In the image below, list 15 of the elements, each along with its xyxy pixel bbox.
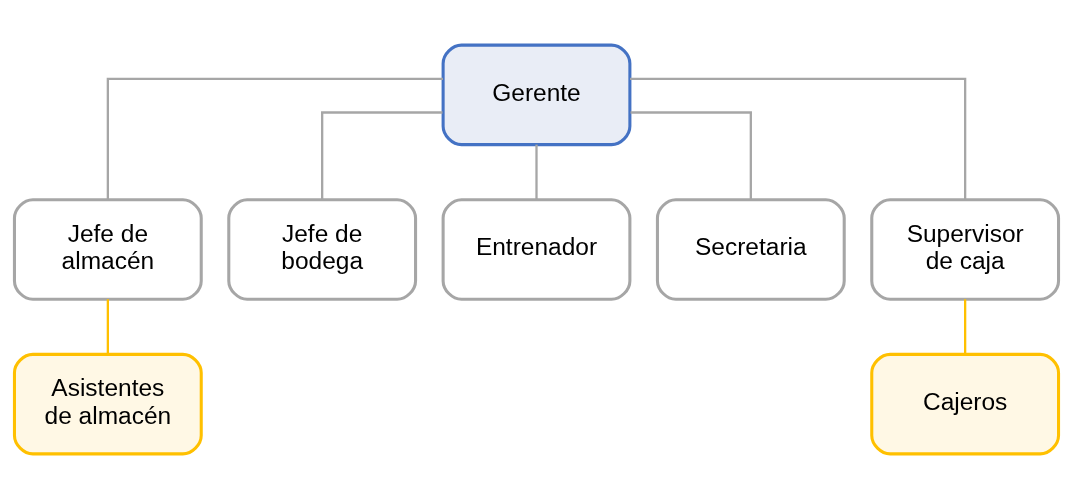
node-box: Secretaria — [655, 197, 846, 301]
connector — [106, 298, 109, 354]
connector — [535, 144, 538, 199]
connector — [106, 77, 443, 200]
node-box: Jefe de almacén — [12, 197, 203, 301]
node-box: Gerente — [441, 43, 632, 146]
node-box: Entrenador — [441, 197, 632, 301]
connector — [321, 110, 443, 200]
node-box: Jefe de bodega — [227, 197, 418, 301]
connector — [630, 77, 967, 200]
node-box: Supervisor de caja — [870, 197, 1061, 301]
connector — [630, 110, 752, 200]
node-box: Cajeros — [870, 352, 1061, 455]
connector — [964, 298, 967, 354]
node-box: Asistentes de almacén — [12, 352, 203, 455]
